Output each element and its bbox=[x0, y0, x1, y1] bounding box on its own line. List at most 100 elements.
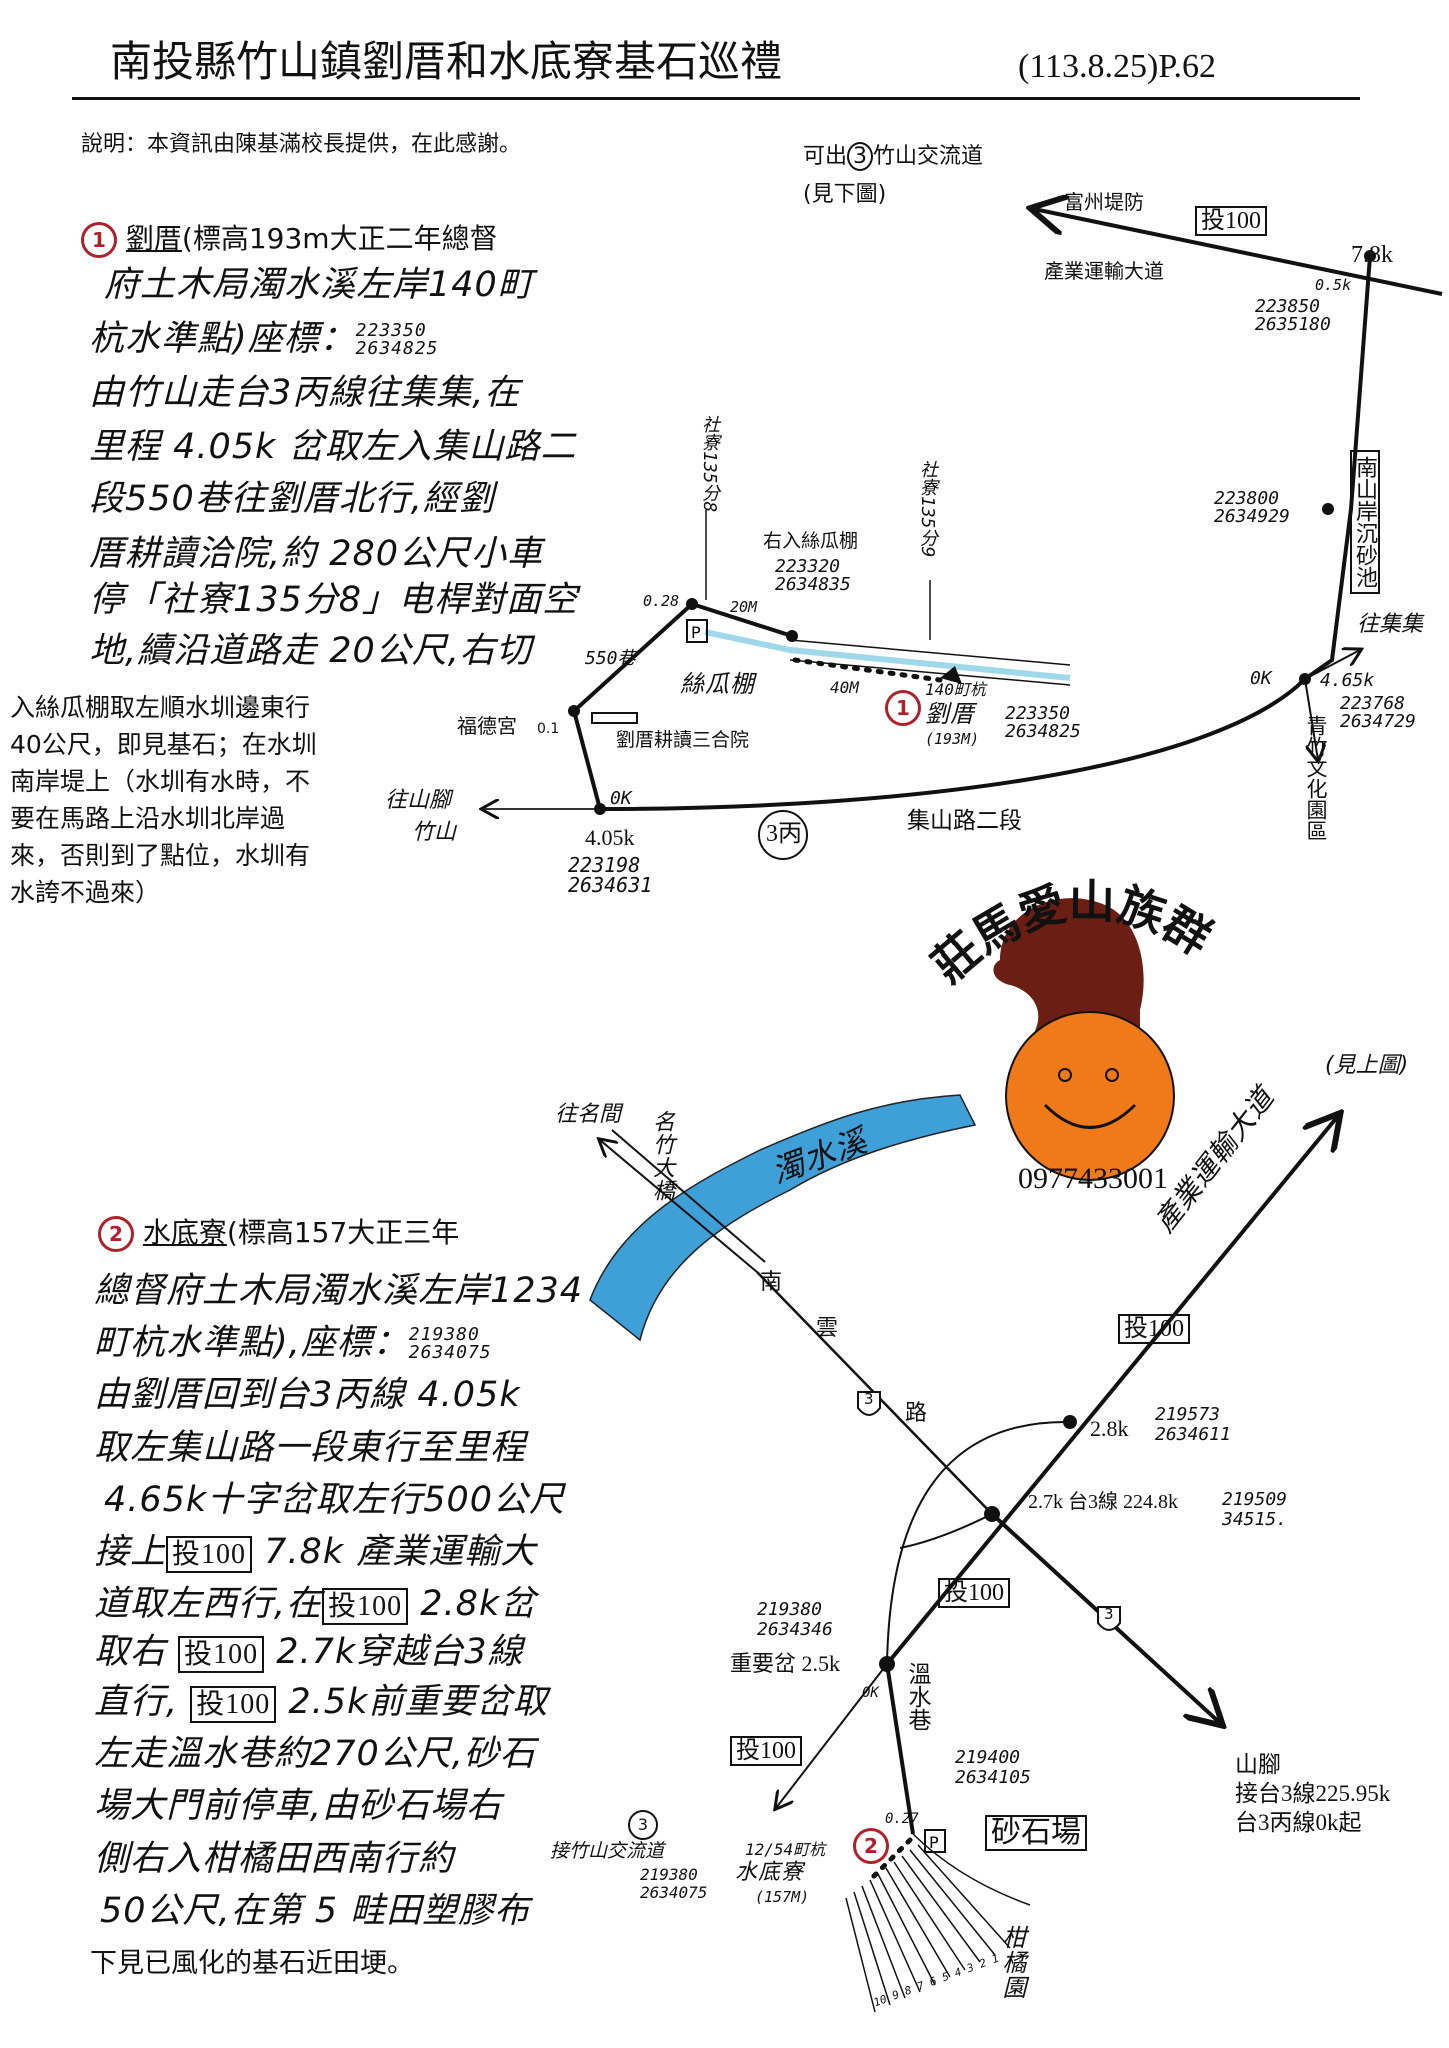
section2-line: 50公尺,在第 5 畦田塑膠布 bbox=[100, 1891, 531, 1931]
route-3-bing-circle bbox=[758, 810, 808, 860]
section2-line: 4.65k十字岔取左行500公尺 bbox=[104, 1480, 566, 1520]
section1-line: 地,續沿道路走 20公尺,右切 bbox=[89, 631, 532, 671]
road-name-char: 路 bbox=[905, 1401, 928, 1426]
to-shanjiao-label: 往山腳 bbox=[385, 788, 452, 813]
route-tou100-badge: 投100 bbox=[166, 1536, 253, 1573]
gourd-trellis-label: 絲瓜棚 bbox=[680, 670, 755, 698]
benchmark-name-label: 劉厝 bbox=[925, 700, 975, 728]
fuzhou-levee-label: 富州堤防 bbox=[1064, 190, 1144, 214]
page-reference: (113.8.25)P.62 bbox=[1018, 48, 1217, 85]
distance-label: 20M bbox=[730, 598, 758, 616]
interchange-label: 接竹山交流道 bbox=[550, 1840, 665, 1862]
road-name-char: 雲 bbox=[816, 1316, 839, 1341]
club-logo: 莊馬愛山族群 bbox=[922, 874, 1221, 1181]
route-tou100-badge: 投100 bbox=[1195, 206, 1267, 236]
section1-line: 厝耕讀洽院,約 280公尺小車 bbox=[89, 534, 544, 574]
section2-line: 側右入柑橘田西南行約 bbox=[94, 1839, 455, 1879]
route-tou100-badge: 投100 bbox=[938, 1578, 1010, 1608]
route-tou100-badge: 投100 bbox=[322, 1588, 409, 1625]
section1-line: 停「社寮135分8」电桿對面空 bbox=[89, 580, 579, 620]
section2-line: 道取左西行,在投100 2.8k岔 bbox=[94, 1584, 537, 1625]
zhushan-label: 竹山 bbox=[412, 820, 457, 845]
to-mingjian-label: 往名間 bbox=[555, 1102, 622, 1127]
svg-text:P: P bbox=[691, 623, 701, 642]
bridge-label: 名竹大橋 bbox=[649, 1110, 674, 1202]
header-rule bbox=[72, 97, 1360, 100]
marker-2-icon: 2 bbox=[98, 1216, 134, 1252]
benchmark-triangle-icon bbox=[940, 666, 962, 684]
section1-line: 里程 4.05k 岔取左入集山路二 bbox=[89, 427, 577, 467]
orchard-label: 柑橘園 bbox=[998, 1925, 1026, 2000]
route-3-shield-number: 3 bbox=[864, 1390, 874, 1408]
distance-label: 0.28 bbox=[643, 592, 680, 610]
section1-line: 府土木局濁水溪左岸140町 bbox=[104, 265, 534, 305]
interchange-3-icon: 3 bbox=[628, 1810, 658, 1840]
map1-roads: P bbox=[483, 209, 1443, 860]
km-label: 7.8k bbox=[1351, 242, 1393, 268]
section1-line: 由竹山走台3丙線往集集,在 bbox=[89, 373, 521, 413]
route-3-shield-icon bbox=[857, 1391, 881, 1416]
km-label: 4.65k bbox=[1320, 670, 1375, 691]
elevation-label: (157M) bbox=[755, 1888, 810, 1906]
horse-head-icon bbox=[993, 898, 1144, 1040]
marker-1-icon: 1 bbox=[81, 222, 117, 258]
walk-path-dots bbox=[867, 1837, 913, 1883]
section2-line: 直行, 投100 2.5k前重要岔取 bbox=[94, 1682, 549, 1723]
section2-heading-rest: (標高157大正三年 bbox=[226, 1216, 460, 1249]
km-label: 0K bbox=[862, 1685, 879, 1701]
km-label: 0K bbox=[610, 788, 632, 809]
interchange-3-icon: 3 bbox=[847, 142, 874, 171]
route-tou100-badge: 投100 bbox=[190, 1686, 277, 1723]
section2-line: 左走溫水巷約270公尺,砂石 bbox=[94, 1734, 536, 1774]
wenshui-lane-label: 溫水巷 bbox=[904, 1662, 930, 1731]
jishan-road-line bbox=[599, 677, 1307, 811]
section1-line: 段550巷往劉厝北行,經劉 bbox=[89, 479, 495, 519]
km-label: 4.05k bbox=[585, 825, 635, 850]
section2-last-line: 下見已風化的基石近田埂。 bbox=[90, 1948, 414, 1979]
benchmark-post-label: 12/54町杭 bbox=[745, 1840, 826, 1859]
benchmark-post-label: 140町杭 bbox=[925, 680, 986, 699]
courtyard-label: 劉厝耕讀三合院 bbox=[616, 729, 750, 751]
connector-road-line bbox=[1303, 255, 1372, 681]
benchmark-1-marker: 1 bbox=[885, 690, 921, 726]
quarry-label: 砂石場 bbox=[985, 1815, 1087, 1851]
section2-line: 取左集山路一段東行至里程 bbox=[94, 1428, 527, 1468]
industry-road-line bbox=[1034, 209, 1443, 296]
credit-note: 說明：本資訊由陳基滿校長提供，在此感謝。 bbox=[81, 132, 522, 157]
courtyard-icon bbox=[591, 712, 638, 724]
pole-label: 社寮135分9 bbox=[917, 460, 938, 558]
wenshui-lane-line bbox=[885, 1663, 915, 1835]
elevation-label: (193M) bbox=[925, 730, 980, 748]
lane-label: 550巷 bbox=[585, 648, 636, 669]
km-label: 0.5k bbox=[1315, 276, 1352, 294]
road-name-char: 南 bbox=[760, 1270, 783, 1295]
industry-road-line bbox=[885, 1116, 1338, 1666]
turn-right-label: 右入絲瓜棚 bbox=[763, 530, 859, 552]
pole-label: 社寮135分8 bbox=[699, 415, 720, 513]
smiley-face-icon bbox=[1005, 1011, 1175, 1181]
route-3-shield-number: 3 bbox=[1104, 1605, 1114, 1623]
benchmark-2-marker: 2 bbox=[853, 1828, 889, 1864]
canal bbox=[704, 629, 1071, 681]
lane-550-line bbox=[571, 601, 793, 810]
walk-path-dots bbox=[792, 657, 943, 683]
phone-number: 0977433001 bbox=[1018, 1162, 1168, 1195]
km-label: 2.8k bbox=[1090, 1416, 1129, 1441]
